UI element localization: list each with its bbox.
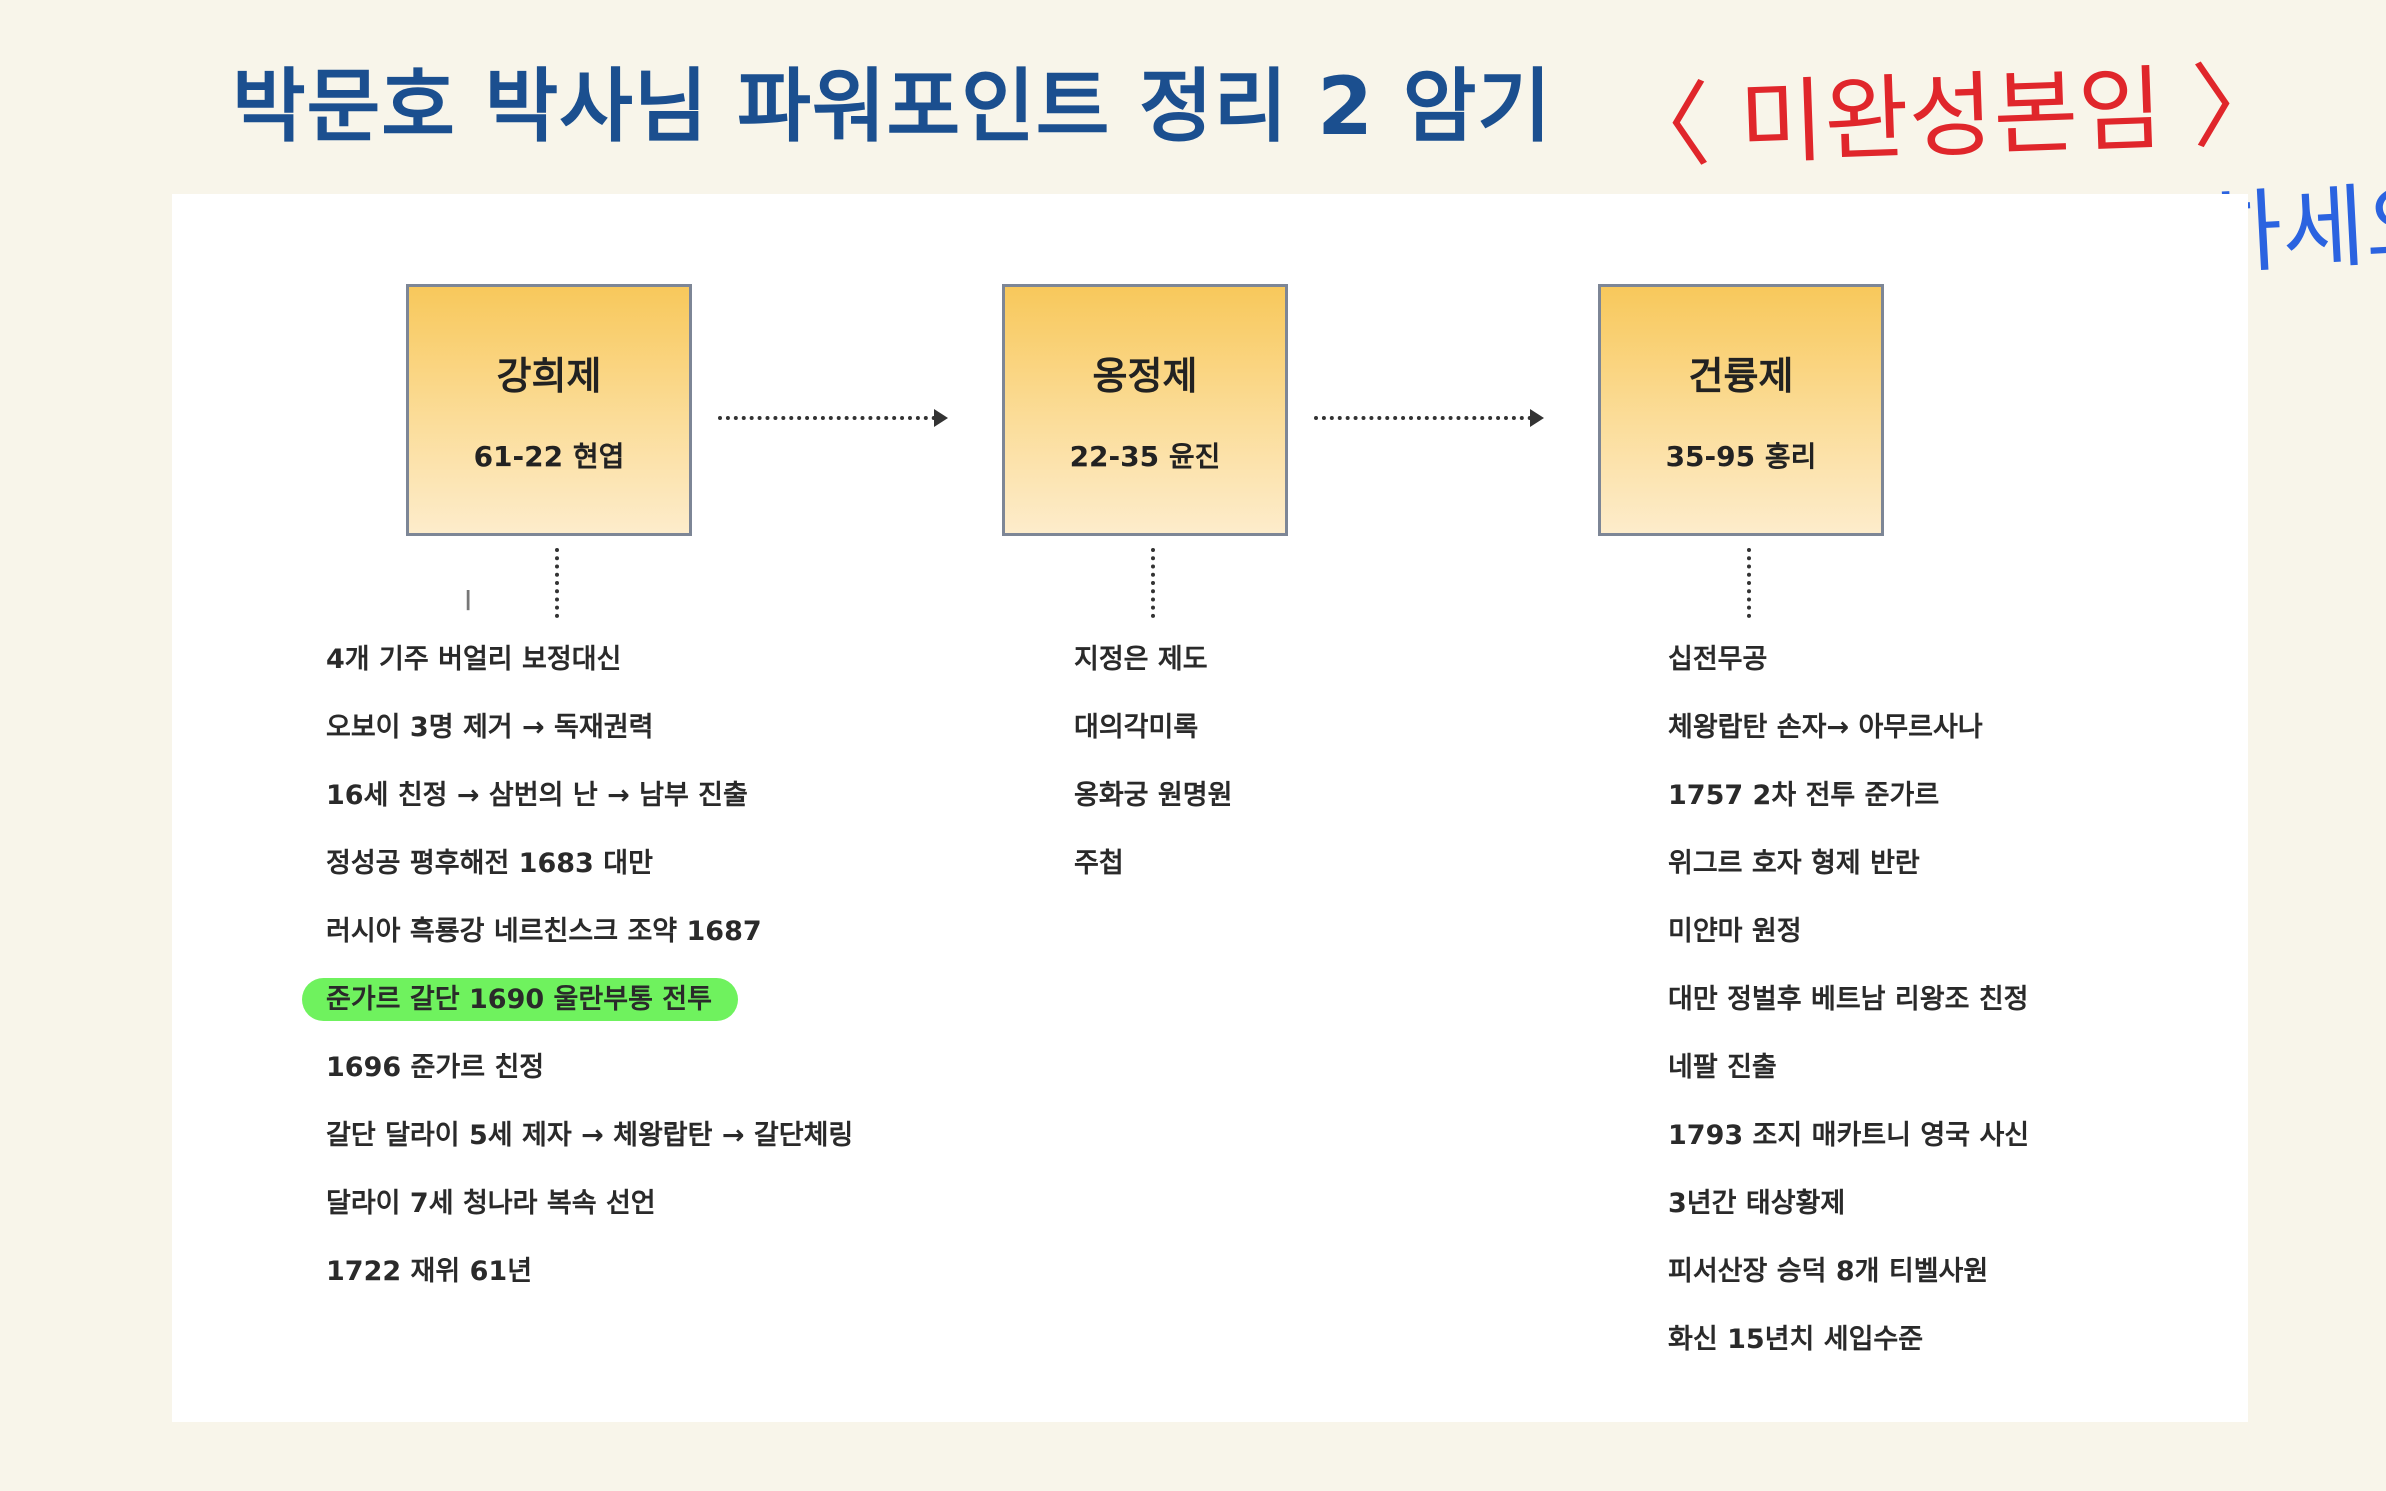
page-title: 박문호 박사님 파워포인트 정리 2 암기 (232, 60, 1552, 153)
list-item: 대만 정벌후 베트남 리왕조 친정 (1668, 984, 2029, 1015)
list-item: 16세 친정 → 삼번의 난 → 남부 진출 (326, 780, 748, 811)
list-item: 달라이 7세 청나라 복속 선언 (326, 1188, 656, 1219)
yongzheng-items: 지정은 제도 대의각미록 옹화궁 원명원 주첩 (1074, 626, 1232, 898)
list-item: 화신 15년치 세입수준 (1668, 1324, 1924, 1355)
list-item: 1696 준가르 친정 (326, 1052, 545, 1083)
list-item: 위그르 호자 형제 반란 (1668, 848, 1920, 879)
list-item: 체왕랍탄 손자→ 아무르사나 (1668, 712, 1983, 743)
list-item: 미얀마 원정 (1668, 916, 1802, 947)
slide-canvas: 강희제 61-22 현엽 옹정제 22-35 윤진 건륭제 35-95 홍리 I… (172, 194, 2248, 1422)
list-item: 네팔 진출 (1668, 1052, 1777, 1083)
list-item: 피서산장 승덕 8개 티벨사원 (1668, 1256, 1989, 1287)
text-cursor-icon: I (464, 584, 473, 617)
emperor-box-qianlong: 건륭제 35-95 홍리 (1598, 284, 1884, 536)
emperor-period: 61-22 현엽 (473, 440, 625, 473)
emperor-period: 35-95 홍리 (1665, 440, 1817, 473)
emperor-box-kangxi: 강희제 61-22 현엽 (406, 284, 692, 536)
emperor-box-yongzheng: 옹정제 22-35 윤진 (1002, 284, 1288, 536)
arrow-head-1 (934, 409, 948, 427)
connector-qianlong (1747, 548, 1751, 618)
list-item-highlighted: 준가르 갈단 1690 울란부통 전투 (302, 966, 853, 1034)
list-item: 대의각미록 (1074, 712, 1199, 743)
connector-yongzheng (1151, 548, 1155, 618)
connector-kangxi (555, 548, 559, 618)
list-item: 3년간 태상황제 (1668, 1188, 1846, 1219)
list-item: 1722 재위 61년 (326, 1256, 533, 1287)
list-item: 러시아 흑룡강 네르친스크 조약 1687 (326, 916, 762, 947)
list-item: 갈단 달라이 5세 제자 → 체왕랍탄 → 갈단체링 (326, 1120, 854, 1151)
emperor-name: 옹정제 (1092, 354, 1198, 398)
emperor-name: 건륭제 (1688, 354, 1794, 398)
flow-arrow-1 (718, 416, 936, 420)
list-item: 정성공 평후해전 1683 대만 (326, 848, 653, 879)
list-item: 오보이 3명 제거 → 독재권력 (326, 712, 654, 743)
flow-arrow-2 (1314, 416, 1532, 420)
list-item: 4개 기주 버얼리 보정대신 (326, 644, 622, 675)
emperor-name: 강희제 (496, 354, 602, 398)
list-item: 십전무공 (1668, 644, 1768, 675)
arrow-head-2 (1530, 409, 1544, 427)
list-item: 1793 조지 매카트니 영국 사신 (1668, 1120, 2030, 1151)
kangxi-items: 4개 기주 버얼리 보정대신 오보이 3명 제거 → 독재권력 16세 친정 →… (302, 626, 854, 1306)
qianlong-items: 십전무공 체왕랍탄 손자→ 아무르사나 1757 2차 전투 준가르 위그르 호… (1668, 626, 2029, 1374)
list-item: 옹화궁 원명원 (1074, 780, 1233, 811)
list-item: 지정은 제도 (1074, 644, 1208, 675)
list-item: 주첩 (1074, 848, 1124, 879)
list-item: 1757 2차 전투 준가르 (1668, 780, 1940, 811)
highlighter-mark: 준가르 갈단 1690 울란부통 전투 (302, 978, 738, 1021)
emperor-period: 22-35 윤진 (1069, 440, 1221, 473)
